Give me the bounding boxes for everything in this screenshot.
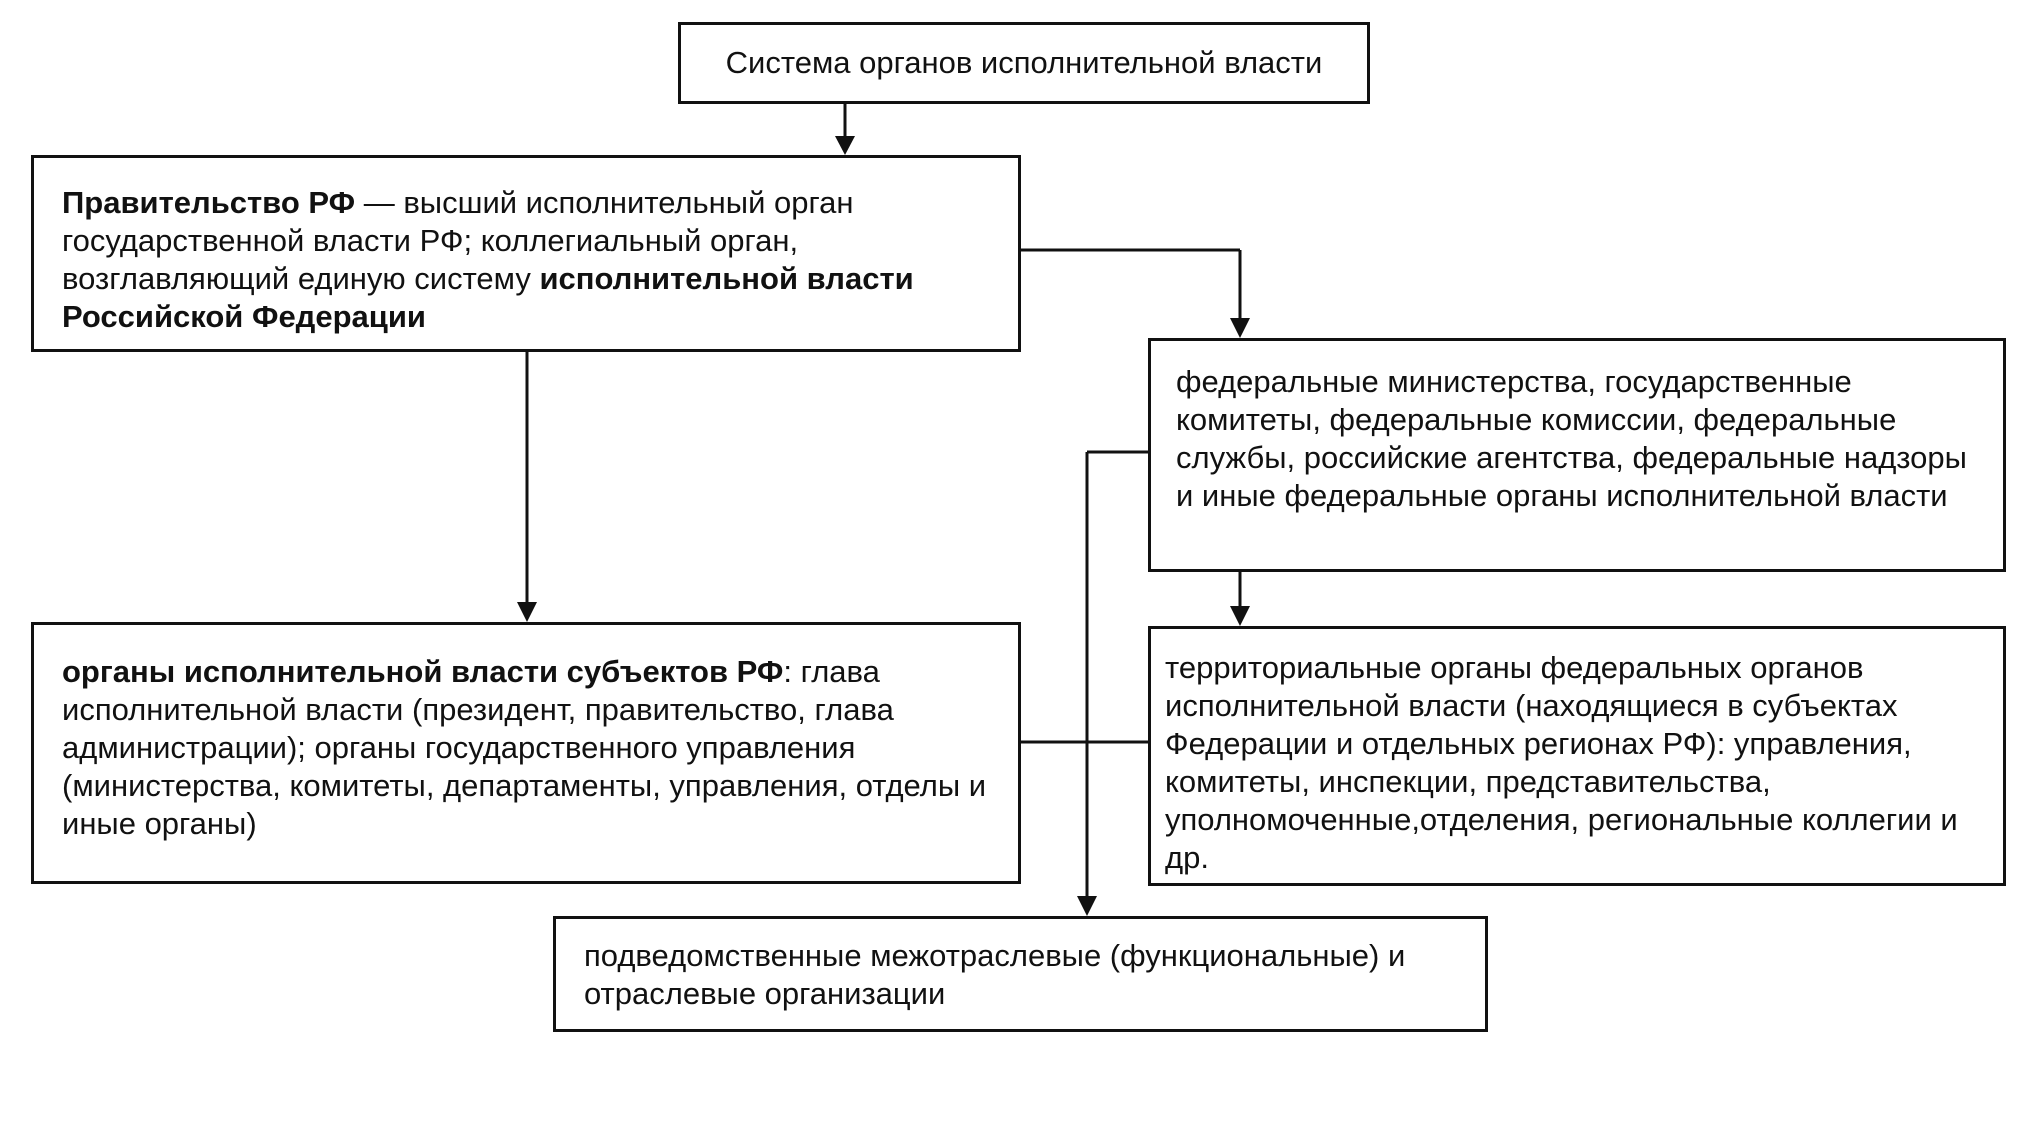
government-system-label: исполнительной власти Российской Федерац… bbox=[62, 261, 914, 334]
arrowhead-government bbox=[835, 136, 855, 155]
government-description: — высший исполнительный орган государств… bbox=[62, 185, 854, 296]
regional-bodies-label: органы исполнительной власти субъектов Р… bbox=[62, 654, 784, 689]
federal-bodies-box: федеральные министерства, государственны… bbox=[1148, 338, 2006, 572]
title-box: Система органов исполнительной власти bbox=[678, 22, 1370, 104]
regional-bodies-description: : глава исполнительной власти (президент… bbox=[62, 654, 987, 841]
regional-bodies-box: органы исполнительной власти субъектов Р… bbox=[31, 622, 1021, 884]
government-box: Правительство РФ — высший исполнительный… bbox=[31, 155, 1021, 352]
arrowhead-territorial bbox=[1230, 606, 1250, 626]
diagram-title: Система органов исполнительной власти bbox=[725, 45, 1323, 80]
government-label: Правительство РФ bbox=[62, 185, 356, 220]
subordinate-orgs-box: подведомственные межотраслевые (функцион… bbox=[553, 916, 1488, 1032]
federal-bodies-text: федеральные министерства, государственны… bbox=[1176, 364, 1967, 513]
arrowhead-subordinate bbox=[1077, 896, 1097, 916]
territorial-bodies-box: территориальные органы федеральных орган… bbox=[1148, 626, 2006, 886]
territorial-bodies-text: территориальные органы федеральных орган… bbox=[1165, 650, 1958, 875]
arrowhead-regional bbox=[517, 602, 537, 622]
arrowhead-federal bbox=[1230, 318, 1250, 338]
subordinate-orgs-text: подведомственные межотраслевые (функцион… bbox=[584, 938, 1406, 1011]
